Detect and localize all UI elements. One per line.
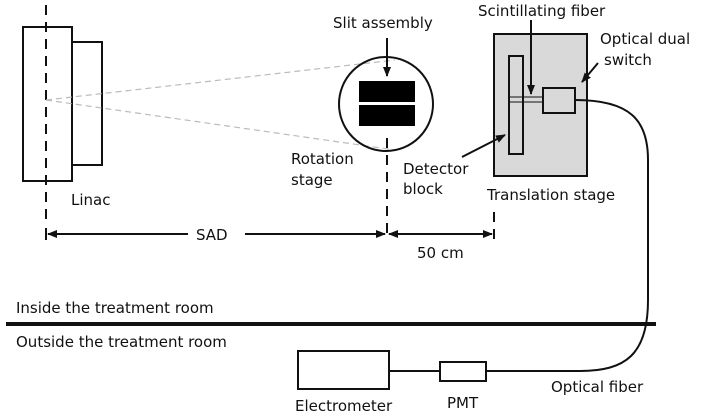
beam-line-upper xyxy=(45,59,396,101)
optical-dual-switch xyxy=(542,87,576,114)
translation-stage-label: Translation stage xyxy=(486,186,615,204)
slit-block-lower xyxy=(359,105,415,126)
pmt-label: PMT xyxy=(447,394,479,412)
scintillating-fiber-label: Scintillating fiber xyxy=(478,2,606,20)
detector-block-label-2: block xyxy=(403,180,443,198)
linac-head xyxy=(71,41,103,166)
outside-room-label: Outside the treatment room xyxy=(16,333,227,351)
inside-room-label: Inside the treatment room xyxy=(16,299,214,317)
optical-dual-switch-label-1: Optical dual xyxy=(600,30,690,48)
rotation-stage-label-2: stage xyxy=(291,171,333,189)
pmt-box xyxy=(439,361,487,382)
distance-label: 50 cm xyxy=(417,244,464,262)
detector-block-label-1: Detector xyxy=(403,160,469,178)
sad-label: SAD xyxy=(196,226,228,244)
rotation-stage-label-1: Rotation xyxy=(291,150,354,168)
slit-block-upper xyxy=(359,81,415,102)
optical-fiber xyxy=(486,99,649,372)
beam-line-lower xyxy=(45,99,396,151)
optical-fiber-label: Optical fiber xyxy=(551,378,644,396)
optical-switch-arrow xyxy=(581,62,599,83)
slit-assembly-label: Slit assembly xyxy=(333,14,433,32)
electrometer-label: Electrometer xyxy=(295,397,393,415)
electrometer-box xyxy=(297,350,390,390)
linac-label: Linac xyxy=(71,191,110,209)
detector-block xyxy=(508,55,524,155)
linac-body xyxy=(22,26,73,182)
optical-dual-switch-label-2: switch xyxy=(604,51,652,69)
detector-block-arrow xyxy=(461,134,506,158)
